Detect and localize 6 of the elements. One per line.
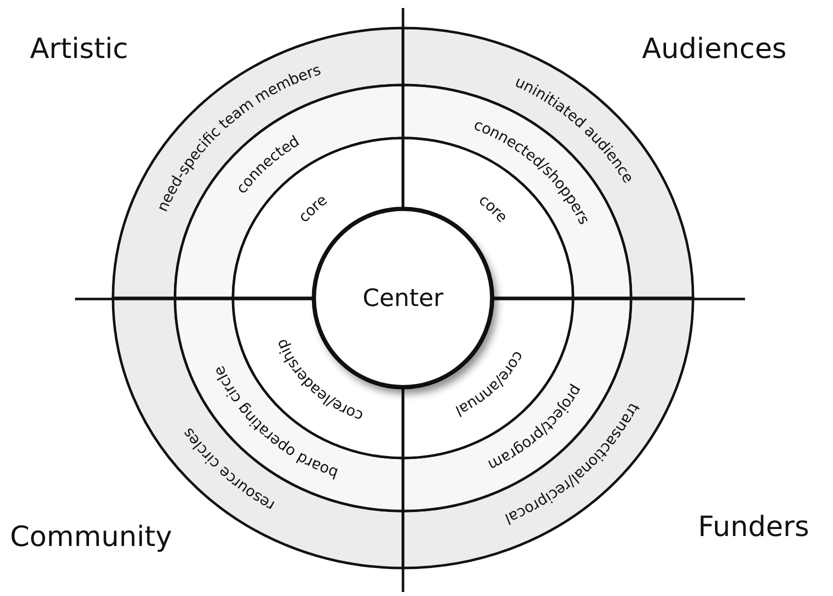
- quadrant-label: Audiences: [642, 32, 787, 65]
- quadrant-label: Community: [10, 520, 172, 553]
- quadrant-label: Funders: [698, 510, 810, 543]
- quadrant-label: Artistic: [30, 32, 128, 65]
- center-label: Center: [362, 284, 444, 312]
- ring-label: core: [294, 190, 331, 226]
